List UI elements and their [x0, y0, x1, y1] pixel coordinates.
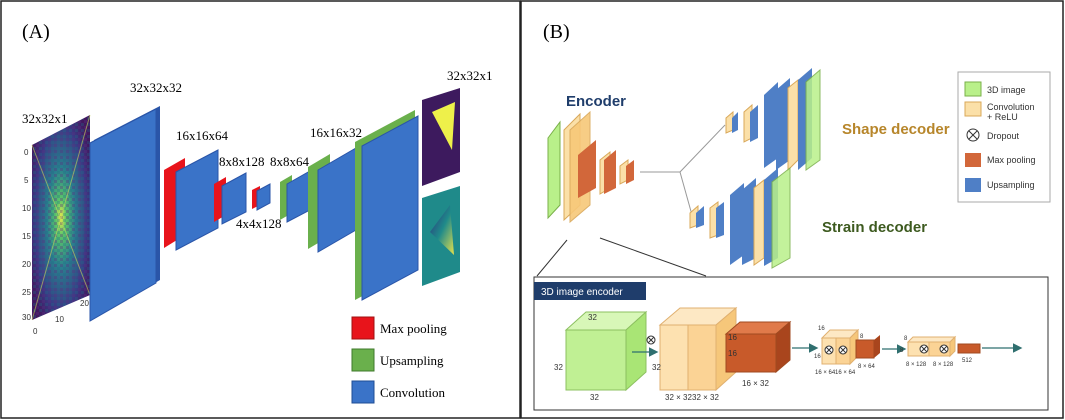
legend-convolution-label: Convolution: [380, 385, 446, 400]
dim-bottleneck: 4x4x128: [236, 216, 282, 231]
s3-bottom-1: 8 × 128: [906, 362, 927, 368]
s2-bottom-1: 16 × 64: [815, 370, 836, 376]
pool1-block: [164, 149, 219, 251]
pool2-block: [214, 172, 247, 225]
output-shape-image: [422, 88, 460, 186]
legend-conv-relu-label: Convolution+ ReLU: [987, 102, 1035, 122]
conv1-block: [89, 106, 160, 322]
dropout-icons-3: [919, 344, 949, 354]
legend-3d-image-swatch: [964, 81, 982, 97]
panel-a-label: (A): [22, 21, 50, 43]
panel-a-frame: [0, 0, 521, 419]
cube-bottom-label: 32: [590, 393, 599, 402]
input-heatmap: [31, 114, 91, 321]
dim-pool1: 16x16x64: [176, 128, 229, 143]
s3-top: 8: [904, 336, 908, 342]
legend-upsampling-swatch: [351, 348, 375, 372]
pool-stage-1: [724, 320, 792, 374]
legend-maxpool-swatch-b: [965, 153, 981, 167]
tick-x-20: 20: [80, 299, 89, 308]
cube-top-label: 32: [588, 313, 597, 322]
legend-upsampling-label-b: Upsampling: [987, 180, 1035, 190]
output-strain-image: [422, 186, 460, 286]
tick-x-0: 0: [33, 327, 38, 336]
conv-side-label: 32: [652, 363, 661, 372]
strain-decoder-stack: [689, 166, 791, 269]
legend-maxpool-label: Max pooling: [380, 321, 447, 336]
tick-y-15: 15: [22, 232, 31, 241]
dim-conv1: 32x32x32: [130, 80, 182, 95]
split-to-strain: [679, 171, 693, 216]
tick-y-25: 25: [22, 288, 31, 297]
input-axis-y: 0 5 10 15 20 25 30: [22, 148, 31, 322]
legend-upsampling-swatch-b: [965, 178, 981, 192]
pool-bottom: 16 × 32: [742, 379, 769, 388]
s2-pool-bottom: 8 × 64: [858, 364, 876, 370]
s3-pool: 512: [962, 358, 973, 364]
s2-side: 16: [814, 354, 821, 360]
pool-16b: 16: [728, 349, 737, 358]
s2-pool-8: 8: [860, 334, 864, 340]
split-to-shape: [679, 124, 726, 173]
dim-output: 32x32x1: [447, 68, 493, 83]
up2-block: [308, 147, 357, 253]
dim-up2: 16x16x32: [310, 125, 362, 140]
bottleneck-block: [252, 183, 271, 211]
s2-bottom-2: 16 × 64: [835, 370, 856, 376]
legend-conv-relu-swatch: [964, 101, 982, 117]
conv-bottom-1: 32 × 32: [665, 393, 692, 402]
tick-y-5: 5: [24, 176, 29, 185]
encoder-label: Encoder: [566, 93, 626, 110]
conv-stage-2: [820, 328, 880, 366]
tick-y-10: 10: [22, 204, 31, 213]
up1-block: [280, 170, 311, 223]
legend-3d-image-label: 3D image: [987, 85, 1026, 95]
pool-16a: 16: [728, 333, 737, 342]
shape-decoder-label: Shape decoder: [842, 121, 950, 138]
tick-y-30: 30: [22, 313, 31, 322]
legend-maxpool-label-b: Max pooling: [987, 155, 1036, 165]
panel-a-legend: Max pooling Upsampling Convolution: [351, 316, 447, 404]
s3-bottom-2: 8 × 128: [933, 362, 954, 368]
zoom-line-right: [599, 237, 707, 277]
shape-decoder-stack: [725, 68, 821, 172]
dim-up1: 8x8x64: [270, 154, 310, 169]
legend-upsampling-label: Upsampling: [380, 353, 444, 368]
input-axis-x: 0 10 20: [33, 299, 89, 336]
dropout-icon-1: [646, 335, 656, 345]
dropout-icons-2: [824, 345, 848, 355]
dim-input: 32x32x1: [22, 111, 68, 126]
panel-b-label: (B): [543, 21, 570, 43]
detail-title: 3D image encoder: [541, 287, 623, 298]
strain-decoder-label: Strain decoder: [822, 219, 927, 236]
panel-b-legend: 3D image Convolution+ ReLU Dropout Max p…: [957, 71, 1051, 203]
input-cube: [564, 310, 648, 392]
dim-pool2: 8x8x128: [219, 154, 265, 169]
tick-y-0: 0: [24, 148, 29, 157]
cube-left-label: 32: [554, 363, 563, 372]
legend-convolution-swatch: [351, 380, 375, 404]
conv-stage-1: [658, 306, 738, 392]
tick-y-20: 20: [22, 260, 31, 269]
legend-dropout-label: Dropout: [987, 131, 1020, 141]
detail-title-bg: [534, 282, 646, 300]
panel-b-frame: [520, 0, 1064, 419]
up3-block: [355, 110, 419, 301]
legend-maxpool-swatch: [351, 316, 375, 340]
conv-bottom-2: 32 × 32: [692, 393, 719, 402]
encoder-stack: [547, 110, 634, 224]
s2-top: 16: [818, 326, 825, 332]
tick-x-10: 10: [55, 315, 64, 324]
s3-side: 8: [900, 348, 904, 354]
zoom-line-left: [536, 239, 568, 277]
